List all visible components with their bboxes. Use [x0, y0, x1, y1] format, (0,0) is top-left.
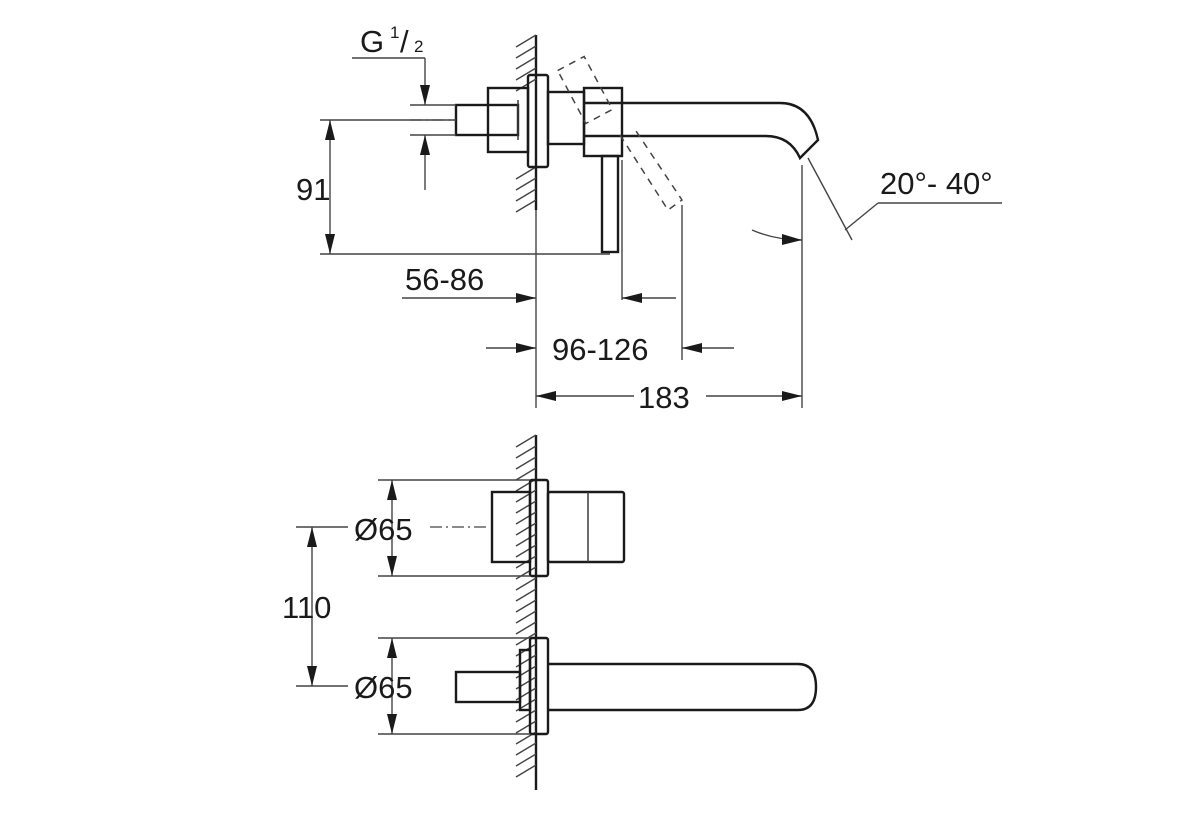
handle-rosette — [430, 478, 626, 578]
wall-hatch-line — [515, 533, 537, 547]
wall-hatch-line — [515, 166, 537, 180]
wall-hatch-line — [515, 544, 537, 558]
wall-hatch-line — [515, 188, 537, 202]
wall-range-dimension: 56-86 — [402, 262, 536, 303]
wall-hatch-line — [515, 489, 537, 503]
wall-hatch-line — [515, 445, 537, 459]
handle — [556, 55, 684, 254]
height-dimension: 91 — [296, 119, 610, 255]
wall-hatch-line — [515, 621, 537, 635]
upper-diameter-label: Ø65 — [354, 512, 413, 547]
wall-hatch-line — [515, 56, 537, 70]
wall-hatch-line — [515, 67, 537, 81]
lower-diameter-dimension: Ø65 — [354, 637, 530, 735]
spacing-label: 110 — [282, 590, 331, 625]
wall-hatch-line — [515, 500, 537, 514]
handle-range-label: 96-126 — [552, 332, 649, 367]
wall-hatch-line — [515, 610, 537, 624]
wall-hatch-line — [515, 632, 537, 646]
wall-hatch-line — [515, 709, 537, 723]
wall-hatch-line — [515, 34, 537, 48]
spacing-dimension: 110 — [282, 526, 348, 687]
wall-hatch-line — [515, 566, 537, 580]
wall-range-label: 56-86 — [405, 262, 484, 297]
wall-hatch-line — [515, 467, 537, 481]
angle-dimension: 20°- 40° — [751, 157, 1002, 245]
wall-hatch-line — [515, 588, 537, 602]
thread-label-den: 2 — [414, 37, 423, 56]
thread-label-g: G — [360, 24, 384, 59]
height-label: 91 — [296, 172, 330, 207]
wall-hatch-line — [515, 434, 537, 448]
wall-hatch-line — [515, 720, 537, 734]
spout-rosette — [454, 636, 818, 736]
wall-hatch-line — [515, 456, 537, 470]
wall-hatch-line — [515, 199, 537, 213]
wall-hatch-line — [515, 599, 537, 613]
side-view: G 1 / 2 91 56-86 — [296, 23, 1002, 415]
upper-diameter-dimension: Ø65 — [354, 479, 530, 577]
wall-hatch-line — [515, 522, 537, 536]
wall-hatch-line — [515, 742, 537, 756]
lower-diameter-label: Ø65 — [354, 670, 413, 705]
faucet-body — [454, 73, 586, 169]
thread-label-slash: / — [400, 24, 409, 59]
projection-label: 183 — [638, 380, 690, 415]
front-wall — [515, 434, 538, 790]
wall-hatch-line — [515, 45, 537, 59]
wall-hatch-line — [515, 764, 537, 778]
thread-dimension: G 1 / 2 — [352, 23, 456, 190]
wall-hatch-line — [515, 577, 537, 591]
front-view: Ø65 Ø65 110 — [282, 434, 818, 790]
wall-hatch-line — [515, 511, 537, 525]
thread-label-num: 1 — [390, 23, 399, 42]
handle-range-dimension: 96-126 — [486, 160, 734, 367]
projection-dimension: 183 — [535, 165, 803, 415]
wall-hatch-line — [515, 177, 537, 191]
angle-label: 20°- 40° — [880, 166, 993, 201]
spout — [584, 101, 820, 161]
wall-hatch-line — [515, 753, 537, 767]
